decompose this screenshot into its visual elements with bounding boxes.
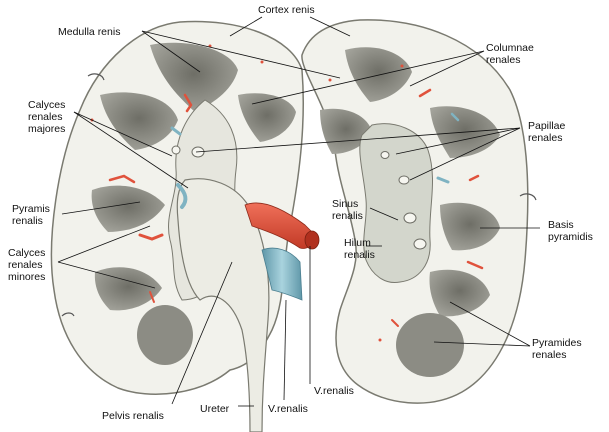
label-calyces-majores-line3: majores [28,123,65,135]
label-pyramis-line1: Pyramis [12,203,50,215]
label-cortex-renis: Cortex renis [258,4,315,16]
right-small-vessels [328,64,484,342]
renal-vein [261,247,303,301]
right-pyramid-top [345,47,412,102]
right-pyramid-middle [440,202,500,251]
left-bottom-hook [61,312,75,317]
label-papillae-line2: renales [528,132,562,144]
label-basis-line1: Basis [548,219,574,231]
right-pyramid-upper-left [320,108,372,154]
label-v-renalis-bottom: V.renalis [268,403,308,415]
label-sinus-line1: Sinus [332,198,358,210]
right-pyramid-bottom [396,313,464,377]
label-v-renalis-right: V.renalis [314,385,354,397]
left-pyramid-middle [91,185,165,232]
left-pyramid-center [238,93,296,142]
label-hilum-line2: renalis [344,249,375,261]
label-hilum-line1: Hilum [344,237,371,249]
right-kidney-half [171,19,529,404]
labels: Cortex renis Medulla renis Columnae rena… [8,4,593,422]
label-calyces-minores-line3: minores [8,271,45,283]
label-medulla-renis: Medulla renis [58,26,120,38]
label-calyces-minores-line1: Calyces [8,247,45,259]
label-calyces-majores-line2: renales [28,111,62,123]
renal-artery-end [304,230,320,250]
label-pyramides-line1: Pyramides [532,337,582,349]
label-calyces-majores-line1: Calyces [28,99,65,111]
left-pyramid-top [150,42,238,112]
label-basis-line2: pyramidis [548,231,593,243]
left-side-hook [87,73,105,81]
label-sinus-line2: renalis [332,210,363,222]
right-side-hook [519,193,537,201]
leader-lines [57,16,540,407]
right-pyramid-lower [429,269,490,317]
label-papillae-line1: Papillae [528,120,566,132]
label-calyces-minores-line2: renales [8,259,42,271]
papillae-openings [171,145,427,250]
label-ureter: Ureter [200,403,230,415]
label-pyramides-line2: renales [532,349,566,361]
left-pyramid-lower [94,267,162,311]
label-columnae-line1: Columnae [486,42,534,54]
label-pyramis-line2: renalis [12,215,43,227]
left-kidney-half [50,20,320,432]
left-pyramid-bottom [137,305,193,365]
label-pelvis-renalis: Pelvis renalis [102,410,164,422]
left-pyramid-upper [100,92,178,150]
label-columnae-line2: renales [486,54,520,66]
